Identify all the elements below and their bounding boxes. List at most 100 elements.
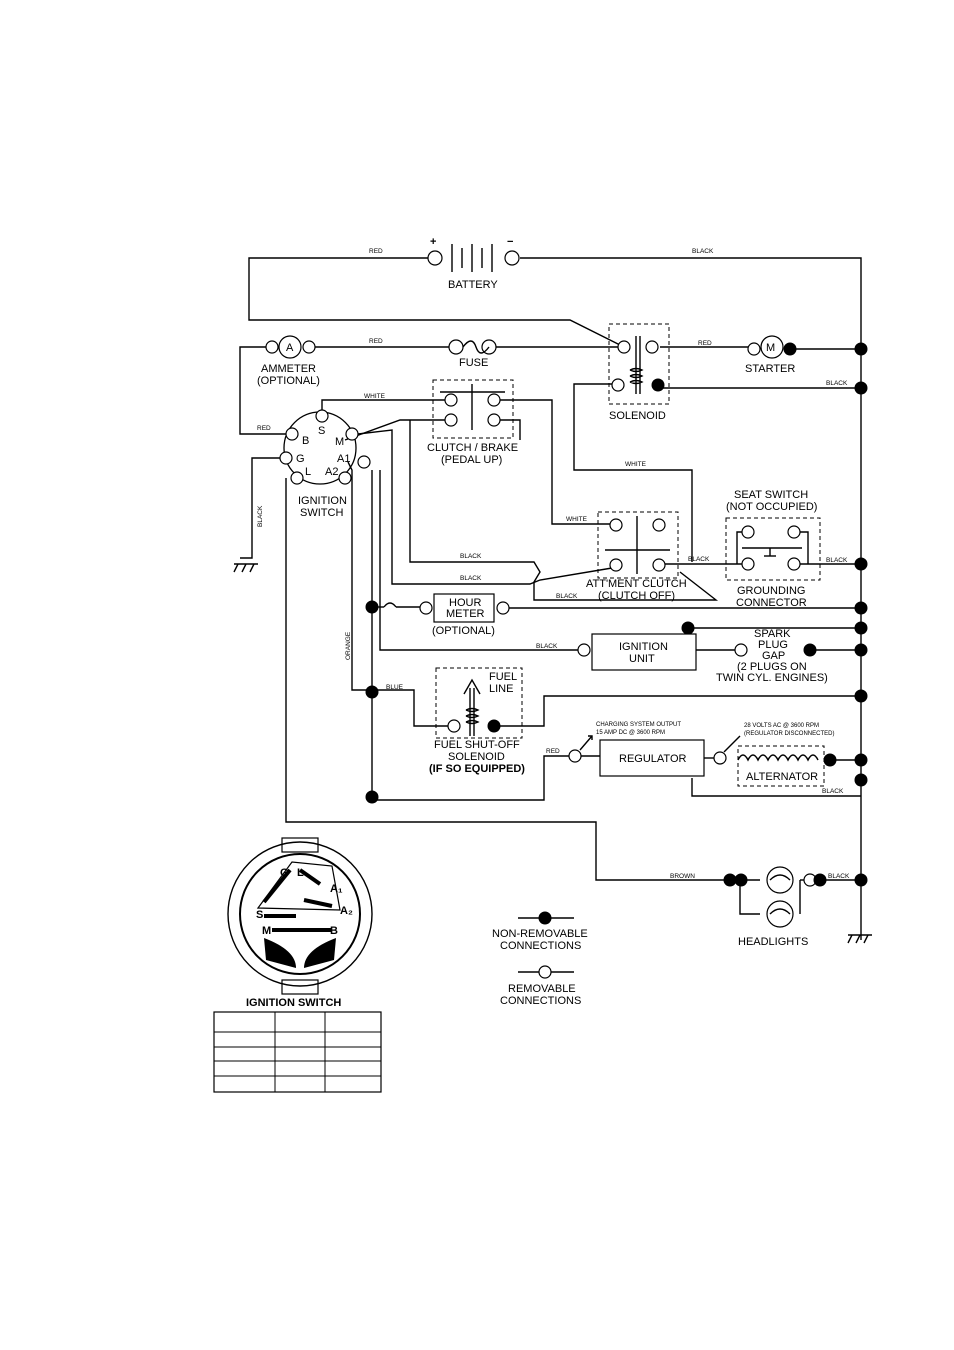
wire-black-3: BLACK: [556, 593, 578, 600]
terminal-l: L: [305, 466, 311, 478]
fuel-solenoid-label-1: FUEL SHUT-OFF: [434, 739, 520, 751]
solenoid: SOLENOID: [608, 323, 670, 422]
ignition-unit-label-1: IGNITION: [619, 641, 668, 653]
wire-black-ign: BLACK: [536, 643, 558, 650]
legend-removable-2: CONNECTIONS: [500, 995, 581, 1007]
spark-label-1: SPARK: [754, 628, 791, 640]
wire-black-ground: BLACK: [257, 505, 264, 527]
wire-red-starter: RED: [698, 340, 712, 347]
seat-switch-label-1: SEAT SWITCH: [734, 489, 808, 501]
face-b: B: [330, 925, 338, 937]
clutch-brake-label-1: CLUTCH / BRAKE: [427, 442, 518, 454]
spark-label-3: GAP: [762, 650, 785, 662]
fuel-line-label-1: FUEL: [489, 671, 517, 683]
hour-meter-label-1: HOUR: [449, 597, 481, 609]
grounding-label-2: CONNECTOR: [736, 597, 807, 609]
right-rail-junctions: [365, 342, 868, 887]
ignition-switch-face: G L A₁ A₂ S M B IGNITION SWITCH: [227, 837, 373, 1009]
attment-clutch-label-1: ATT'MENT CLUTCH: [586, 578, 687, 590]
ammeter: A AMMETER (OPTIONAL): [257, 335, 320, 387]
seat-switch-label-2: (NOT OCCUPIED): [726, 501, 817, 513]
spark-label-5: TWIN CYL. ENGINES): [716, 672, 828, 684]
wire-black-1: BLACK: [460, 553, 482, 560]
fuel-shutoff-solenoid: FUEL LINE FUEL SHUT-OFF SOLENOID (IF SO …: [429, 667, 525, 775]
headlights: HEADLIGHTS: [723, 866, 827, 948]
wire-black-alt: BLACK: [822, 788, 844, 795]
legend-nonremovable-symbol: [538, 911, 552, 925]
legend-nonremovable-2: CONNECTIONS: [500, 940, 581, 952]
fuel-solenoid-label-3: (IF SO EQUIPPED): [429, 763, 525, 775]
wire-labels: RED BLACK RED RED BLACK WHITE RED BLACK …: [257, 248, 850, 880]
wire-black-seat-right: BLACK: [826, 557, 848, 564]
ignition-unit: IGNITION UNIT: [577, 621, 697, 671]
legend-removable-symbol: [538, 965, 552, 979]
charging-label-2: 15 AMP DC @ 3600 RPM: [596, 730, 665, 736]
clutch-brake-label-2: (PEDAL UP): [441, 454, 502, 466]
face-g: G: [280, 867, 289, 879]
battery-minus: −: [507, 236, 513, 248]
wire-orange: ORANGE: [345, 631, 352, 660]
spark-label-2: PLUG: [758, 639, 788, 651]
ammeter-label: AMMETER: [261, 363, 316, 375]
fuse: FUSE: [448, 339, 497, 369]
ammeter-optional: (OPTIONAL): [257, 375, 320, 387]
wire-white-top: WHITE: [364, 393, 386, 400]
ignition-unit-label-2: UNIT: [629, 653, 655, 665]
charging-label-1: CHARGING SYSTEM OUTPUT: [596, 722, 681, 728]
fuel-line-label-2: LINE: [489, 683, 513, 695]
wire-white-attment: WHITE: [566, 516, 588, 523]
face-m: M: [262, 925, 271, 937]
fuse-label: FUSE: [459, 357, 488, 369]
volts-label-1: 28 VOLTS AC @ 3600 RPM: [744, 723, 819, 729]
legend: NON-REMOVABLE CONNECTIONS REMOVABLE CONN…: [492, 911, 588, 1007]
alternator: 28 VOLTS AC @ 3600 RPM (REGULATOR DISCON…: [723, 723, 837, 787]
legend-removable-1: REMOVABLE: [508, 983, 576, 995]
battery-label: BATTERY: [448, 279, 498, 291]
battery: + − BATTERY: [427, 236, 520, 291]
attment-clutch-label-2: (CLUTCH OFF): [598, 590, 675, 602]
terminal-g: G: [296, 453, 305, 465]
wire-black-seat-left: BLACK: [688, 556, 710, 563]
terminal-a2: A2: [325, 466, 338, 478]
regulator: REGULATOR CHARGING SYSTEM OUTPUT 15 AMP …: [568, 722, 727, 777]
face-a1: A₁: [330, 883, 343, 895]
starter: M STARTER: [745, 335, 797, 375]
alternator-label: ALTERNATOR: [746, 771, 818, 783]
wire-black-head: BLACK: [828, 873, 850, 880]
face-l: L: [297, 867, 304, 879]
spark-label-4: (2 PLUGS ON: [737, 661, 807, 673]
hour-meter: HOUR METER (OPTIONAL): [365, 593, 510, 637]
ammeter-symbol: A: [286, 342, 294, 354]
terminal-b: B: [302, 435, 309, 447]
ignition-switch-label-1: IGNITION: [298, 495, 347, 507]
wire-white-mid: WHITE: [625, 461, 647, 468]
wire-red-battery: RED: [369, 248, 383, 255]
face-a2: A₂: [340, 905, 353, 917]
wire-black-battery: BLACK: [692, 248, 714, 255]
wire-red-switch: RED: [257, 425, 271, 432]
seat-switch: SEAT SWITCH (NOT OCCUPIED) GROUNDING CON…: [725, 489, 821, 609]
ignition-switch: B S M G A1 L A2 IGNITION SWITCH: [279, 409, 371, 519]
terminal-a1: A1: [337, 453, 350, 465]
wire-black-2: BLACK: [460, 575, 482, 582]
grounding-label-1: GROUNDING: [737, 585, 805, 597]
headlights-label: HEADLIGHTS: [738, 936, 808, 948]
spark-plug: SPARK PLUG GAP (2 PLUGS ON TWIN CYL. ENG…: [716, 628, 828, 684]
wire-black-solenoid: BLACK: [826, 380, 848, 387]
battery-plus: +: [430, 236, 436, 248]
wire-red-ammeter: RED: [369, 338, 383, 345]
clutch-brake-switch: CLUTCH / BRAKE (PEDAL UP): [427, 379, 518, 466]
terminal-m: M: [335, 436, 344, 448]
hour-meter-optional: (OPTIONAL): [432, 625, 495, 637]
volts-label-2: (REGULATOR DISCONNECTED): [744, 731, 834, 737]
face-s: S: [256, 909, 263, 921]
attachment-clutch-switch: ATT'MENT CLUTCH (CLUTCH OFF): [586, 511, 687, 602]
ignition-switch-label-2: SWITCH: [300, 507, 343, 519]
wire-blue: BLUE: [386, 684, 404, 691]
regulator-label: REGULATOR: [619, 753, 686, 765]
starter-symbol: M: [766, 342, 775, 354]
hour-meter-label-2: METER: [446, 608, 485, 620]
ignition-switch-face-title: IGNITION SWITCH: [246, 997, 341, 1009]
legend-nonremovable-1: NON-REMOVABLE: [492, 928, 588, 940]
